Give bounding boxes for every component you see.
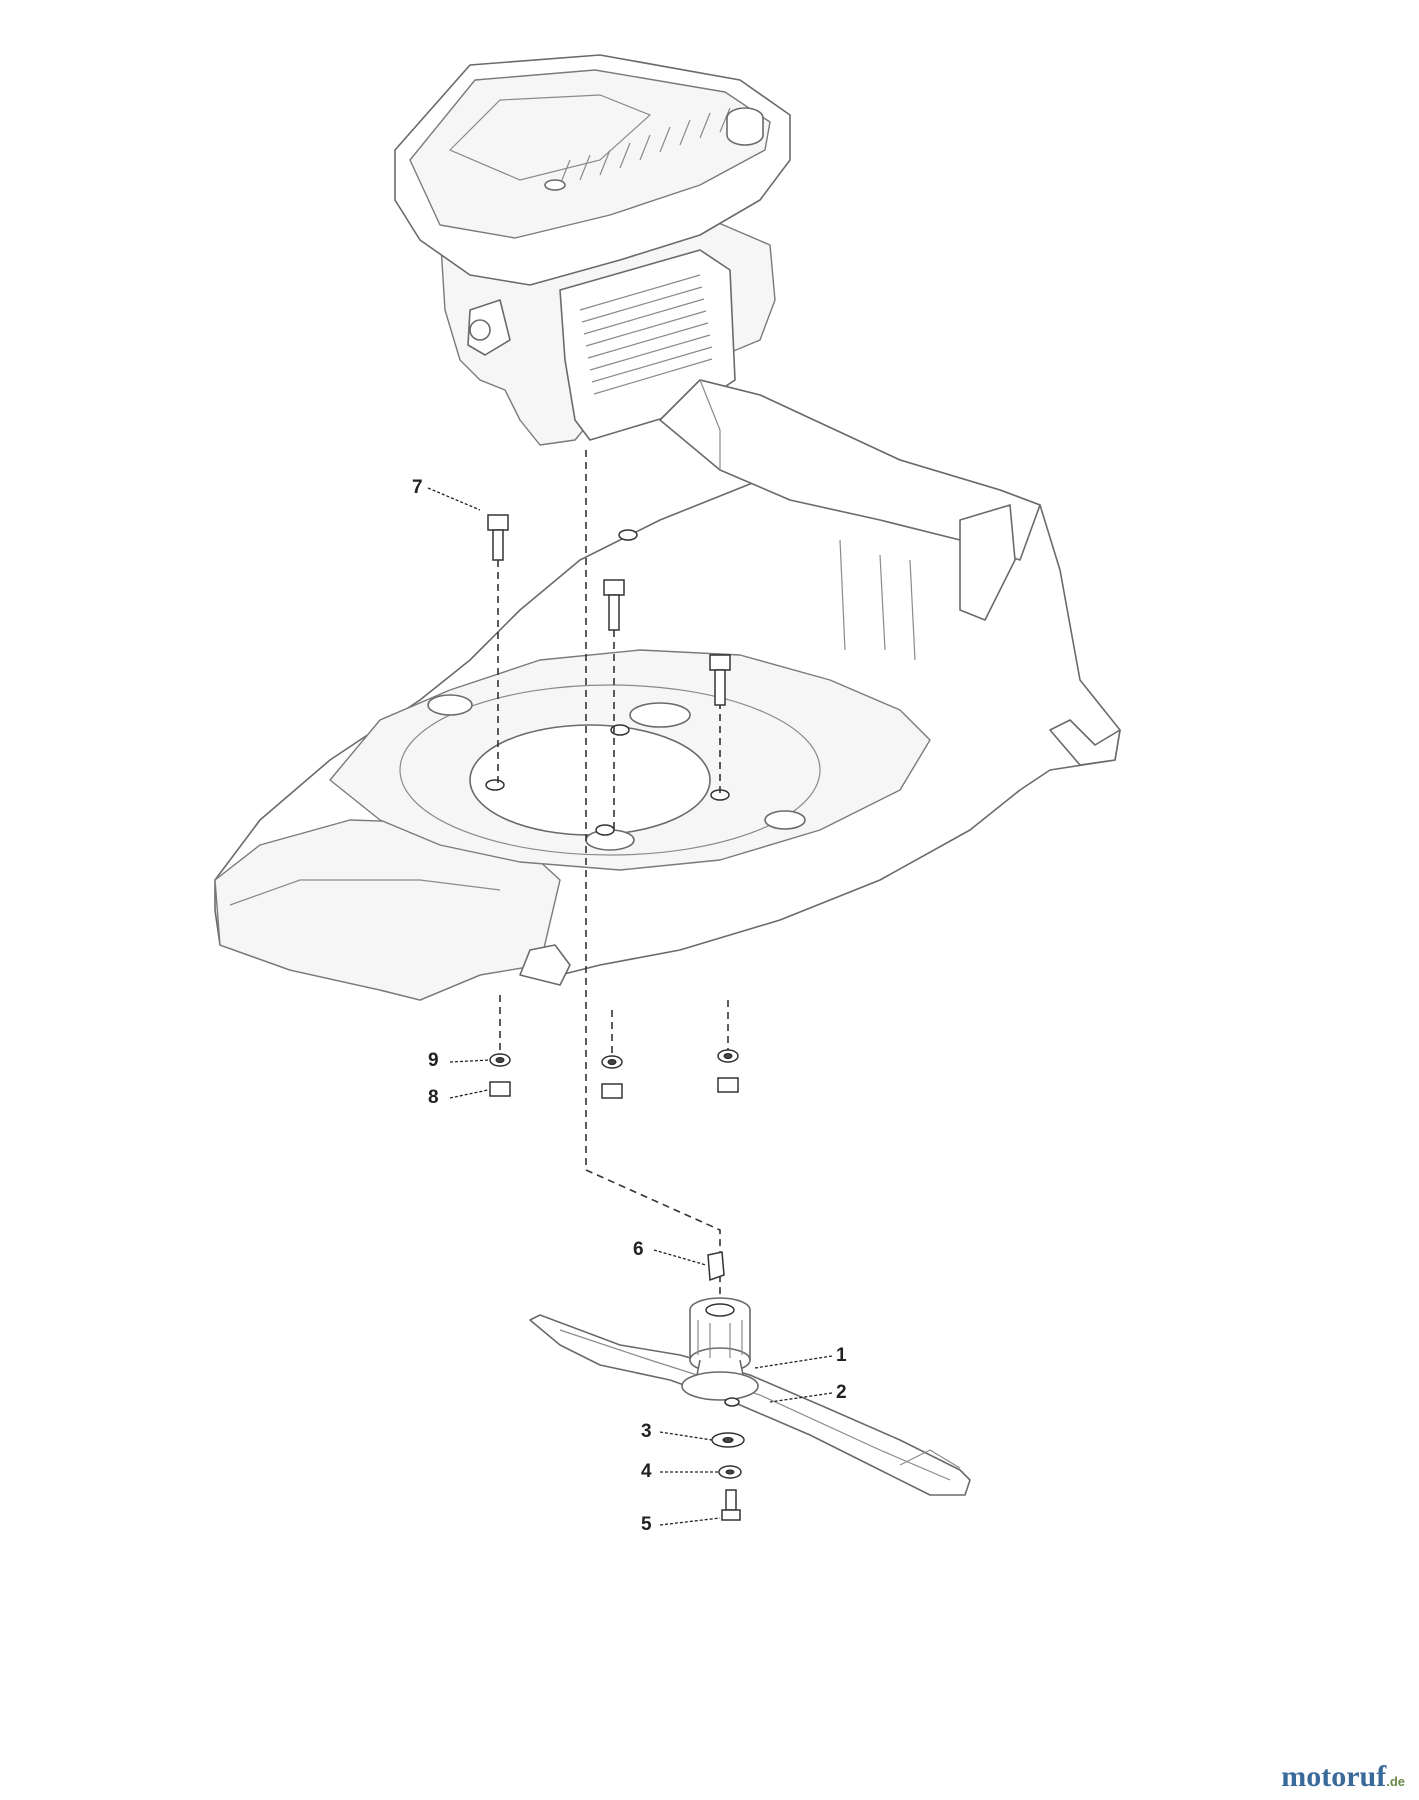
callout-8: 8: [428, 1087, 439, 1108]
blade-assembly: [529, 1251, 971, 1521]
blade: [529, 1314, 971, 1496]
callout-4: 4: [641, 1461, 652, 1482]
key: [707, 1251, 725, 1282]
callout-5: 5: [641, 1514, 652, 1535]
nuts-and-washers: [489, 1049, 739, 1099]
watermark-suffix: .de: [1386, 1774, 1405, 1789]
engine-assembly: [394, 54, 791, 446]
callout-7: 7: [412, 477, 423, 498]
watermark-text: motoruf: [1281, 1760, 1387, 1793]
callout-9: 9: [428, 1050, 439, 1071]
bolt-rear-left: [487, 514, 509, 561]
leader-lines: [427, 487, 833, 1526]
blade-adapter: [681, 1297, 759, 1407]
callout-6: 6: [633, 1239, 644, 1260]
callout-3: 3: [641, 1421, 652, 1442]
blade-bolt: [721, 1489, 741, 1521]
bolt-center: [603, 579, 625, 631]
deck-bolts: [487, 514, 731, 706]
mower-deck: [214, 379, 1121, 1001]
callout-1: 1: [836, 1345, 847, 1366]
callout-2: 2: [836, 1382, 847, 1403]
callout-labels: 7 9 8 6 1 2 3 4 5: [412, 477, 847, 1535]
watermark-logo: motoruf.de: [1281, 1760, 1405, 1794]
bolt-rear-right: [709, 654, 731, 706]
